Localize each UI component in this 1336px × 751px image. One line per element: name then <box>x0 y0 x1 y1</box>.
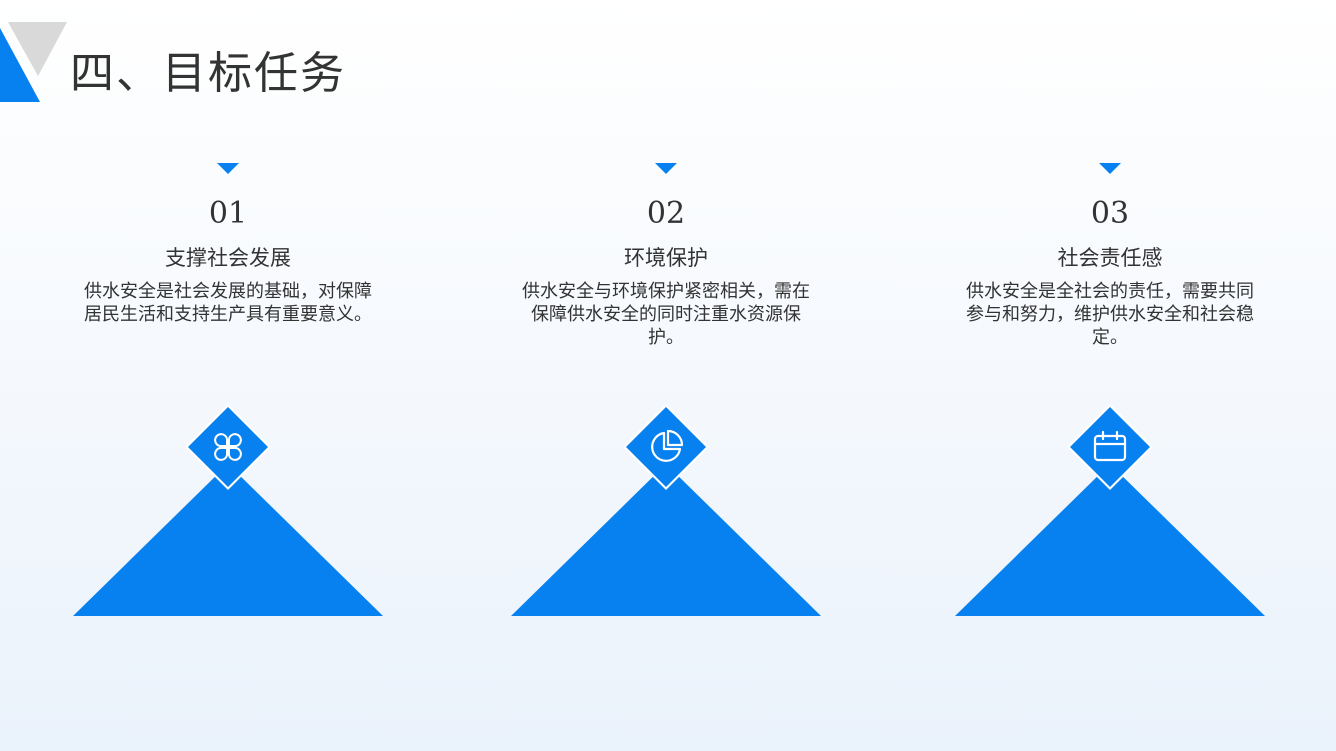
page-title: 四、目标任务 <box>70 48 346 99</box>
pyramid-triangle <box>511 464 821 616</box>
pyramid-triangle <box>955 464 1265 616</box>
calendar-icon <box>1093 430 1127 462</box>
task-description: 供水安全与环境保护紧密相关，需在保障供水安全的同时注重水资源保护。 <box>522 281 810 348</box>
task-heading: 环境保护 <box>624 246 708 270</box>
task-description: 供水安全是社会发展的基础，对保障居民生活和支持生产具有重要意义。 <box>84 281 372 325</box>
task-column-2: 02 环境保护 供水安全与环境保护紧密相关，需在保障供水安全的同时注重水资源保护… <box>511 160 821 349</box>
caret-down-icon <box>1099 163 1121 174</box>
task-description: 供水安全是全社会的责任，需要共同参与和努力，维护供水安全和社会稳定。 <box>966 281 1254 348</box>
caret-down-icon <box>655 163 677 174</box>
pie-chart-icon <box>651 429 684 462</box>
pyramid-triangle <box>73 464 383 616</box>
pyramid-graphic-2 <box>511 404 821 616</box>
icon-diamond <box>626 407 706 487</box>
pyramid-graphic-3 <box>955 404 1265 616</box>
task-number: 03 <box>1090 196 1130 231</box>
clover-grid-icon <box>214 433 242 461</box>
corner-blue-triangle <box>0 28 40 102</box>
task-heading: 社会责任感 <box>1057 246 1163 270</box>
task-number: 01 <box>208 196 248 231</box>
task-column-3: 03 社会责任感 供水安全是全社会的责任，需要共同参与和努力，维护供水安全和社会… <box>955 160 1265 349</box>
corner-gray-triangle <box>8 22 67 76</box>
task-column-1: 01 支撑社会发展 供水安全是社会发展的基础，对保障居民生活和支持生产具有重要意… <box>73 160 383 326</box>
task-number: 02 <box>646 196 686 231</box>
corner-decoration <box>0 22 67 102</box>
icon-diamond <box>1070 407 1150 487</box>
caret-down-icon <box>217 163 239 174</box>
pyramid-graphic-1 <box>73 404 383 616</box>
task-heading: 支撑社会发展 <box>165 246 291 270</box>
